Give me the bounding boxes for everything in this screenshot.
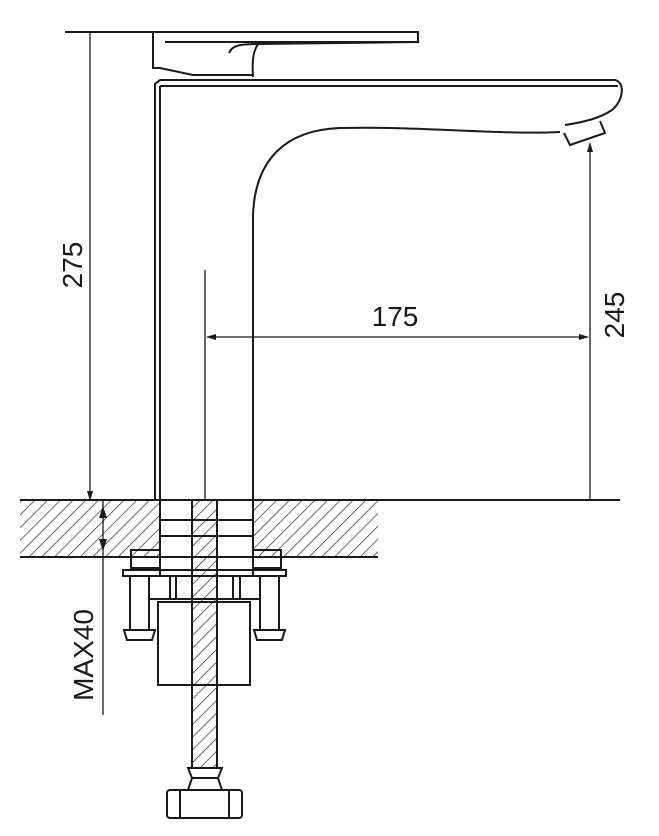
dimension-label-245: 245 bbox=[599, 292, 630, 339]
dimension-spout-reach: 175 bbox=[204, 270, 589, 500]
aerator bbox=[563, 120, 607, 147]
faucet-body bbox=[154, 79, 623, 500]
dimension-max-counter-thickness: MAX40 bbox=[68, 500, 107, 715]
countertop bbox=[20, 499, 620, 558]
dimension-label-max40: MAX40 bbox=[68, 609, 99, 701]
dimension-total-height: 275 bbox=[57, 32, 93, 501]
dimension-label-275: 275 bbox=[57, 242, 88, 289]
mounting-hardware bbox=[122, 499, 287, 819]
dimension-spout-height: 245 bbox=[587, 142, 630, 500]
faucet-handle bbox=[65, 31, 419, 78]
dimension-label-175: 175 bbox=[372, 301, 419, 332]
